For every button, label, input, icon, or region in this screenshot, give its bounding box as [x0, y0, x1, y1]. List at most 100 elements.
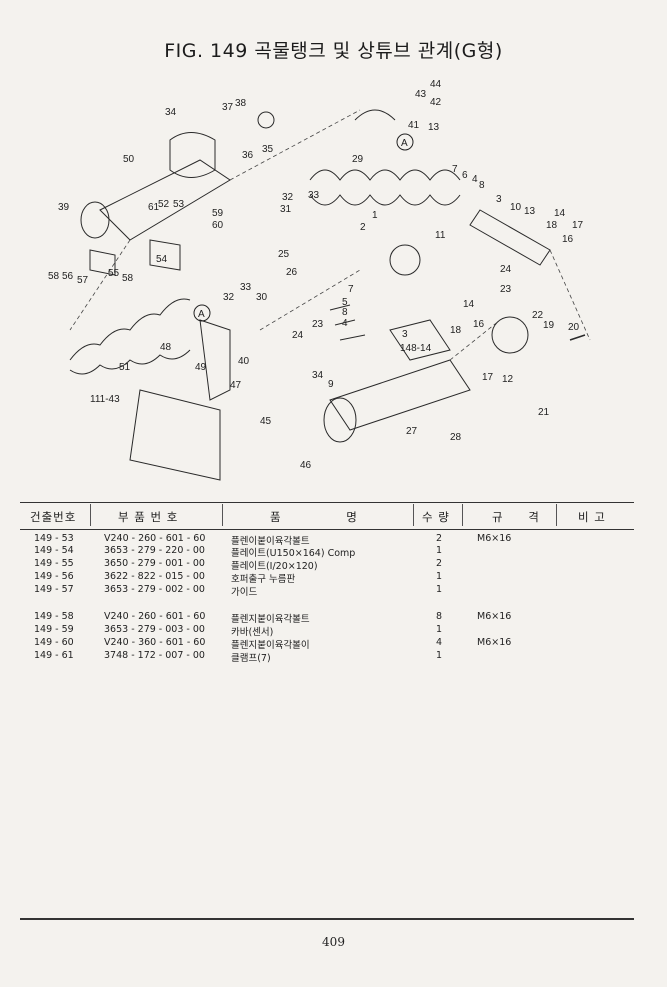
header-note: 비 고 — [578, 510, 606, 524]
row-qty: 1 — [436, 571, 443, 582]
label-60: 60 — [212, 220, 224, 231]
exploded-parts-diagram: A A 34 37 38 36 35 50 39 61 52 53 59 60 … — [48, 79, 591, 481]
label-22: 22 — [532, 310, 544, 321]
side-panel — [129, 389, 221, 481]
label-111: 111-43 — [90, 394, 120, 405]
spout-chute — [199, 319, 231, 401]
label-23a: 23 — [500, 284, 512, 295]
label-17b: 17 — [482, 372, 494, 383]
label-34b: 34 — [312, 370, 324, 381]
row-index: 149 - 56 — [34, 571, 74, 582]
upper-auger — [309, 169, 461, 181]
row-part-name: 플렌이붙이육각볼트 — [231, 536, 310, 547]
row-part-number: 3653 - 279 - 220 - 00 — [104, 545, 205, 556]
row-index: 149 - 54 — [34, 545, 74, 556]
footer-rule — [20, 918, 634, 920]
label-39: 39 — [58, 202, 70, 213]
header-divider — [556, 504, 557, 526]
top-bracket — [354, 109, 396, 121]
label-24: 24 — [292, 330, 304, 341]
label-59: 59 — [212, 208, 224, 219]
label-6: 6 — [462, 170, 468, 181]
label-29: 29 — [352, 154, 364, 165]
label-3: 3 — [496, 194, 502, 205]
row-part-number: V240 - 260 - 601 - 60 — [104, 611, 206, 622]
row-part-name: 가이드 — [231, 587, 258, 598]
label-11: 11 — [435, 230, 446, 241]
label-25: 25 — [278, 249, 290, 260]
label-21: 21 — [538, 407, 550, 418]
row-spec: M6×16 — [477, 637, 512, 648]
label-33: 33 — [308, 190, 320, 201]
page-title: FIG. 149 곡물탱크 및 상튜브 관계(G형) — [164, 40, 503, 62]
gear-housing — [491, 316, 529, 354]
label-8: 8 — [479, 180, 485, 191]
lower-tube — [329, 359, 471, 431]
row-part-name: 호퍼출구 누름판 — [231, 574, 296, 585]
label-16: 16 — [562, 234, 574, 245]
header-part-number: 부 품 번 호 — [118, 510, 179, 524]
table-row: 149 - 60 V240 - 360 - 601 - 60 플렌지붙이육각볼이… — [0, 637, 667, 651]
label-14b: 14 — [463, 299, 475, 310]
row-qty: 2 — [436, 533, 443, 544]
label-7b: 7 — [348, 284, 354, 295]
row-index: 149 - 59 — [34, 624, 74, 635]
header-spec: 규 격 — [492, 510, 540, 524]
label-41: 41 — [408, 120, 420, 131]
label-26: 26 — [286, 267, 298, 278]
label-7: 7 — [452, 164, 458, 175]
label-10: 10 — [510, 202, 522, 213]
row-part-number: V240 - 260 - 601 - 60 — [104, 533, 206, 544]
row-part-name: 플레이트(U150×164) Comp — [231, 548, 356, 559]
row-qty: 1 — [436, 650, 443, 661]
label-50: 50 — [123, 154, 135, 165]
table-row: 149 - 58 V240 - 260 - 601 - 60 플렌지붙이육각볼트… — [0, 611, 667, 625]
label-1: 1 — [372, 210, 378, 221]
lower-auger — [69, 298, 191, 361]
label-4: 4 — [472, 174, 478, 185]
label-19: 19 — [543, 320, 555, 331]
row-part-name: 플레이트(I/20×120) — [231, 561, 318, 572]
label-5: 5 — [342, 297, 348, 308]
label-58: 58 — [48, 271, 60, 282]
row-qty: 1 — [436, 545, 443, 556]
header-quantity: 수 량 — [422, 510, 450, 524]
row-part-name: 카바(센서) — [231, 627, 274, 638]
label-55: 55 — [108, 268, 120, 279]
label-24a: 24 — [500, 264, 512, 275]
label-38: 38 — [235, 98, 247, 109]
label-148: 148-14 — [400, 343, 432, 354]
callout-labels: 34 37 38 36 35 50 39 61 52 53 59 60 54 5… — [48, 79, 584, 471]
label-30: 30 — [256, 292, 268, 303]
label-17: 17 — [572, 220, 584, 231]
label-31: 31 — [280, 204, 292, 215]
table-row: 149 - 61 3748 - 172 - 007 - 00 클램프(7) 1 — [0, 650, 667, 664]
header-divider — [222, 504, 223, 526]
label-52: 52 — [158, 199, 170, 210]
row-part-number: 3748 - 172 - 007 - 00 — [104, 650, 205, 661]
label-13a: 13 — [428, 122, 440, 133]
header-part-name: 품 명 — [270, 510, 358, 524]
tube-end-cap — [80, 201, 110, 239]
label-28: 28 — [450, 432, 462, 443]
label-53: 53 — [173, 199, 185, 210]
label-23: 23 — [312, 319, 324, 330]
label-51: 51 — [119, 362, 131, 373]
label-33b: 33 — [240, 282, 252, 293]
label-40: 40 — [238, 356, 250, 367]
row-index: 149 - 61 — [34, 650, 74, 661]
row-part-number: V240 - 360 - 601 - 60 — [104, 637, 206, 648]
row-qty: 8 — [436, 611, 443, 622]
row-part-number: 3653 - 279 - 002 - 00 — [104, 584, 205, 595]
row-qty: 2 — [436, 558, 443, 569]
label-32: 32 — [282, 192, 294, 203]
label-16b: 16 — [473, 319, 485, 330]
header-divider — [413, 504, 414, 526]
row-spec: M6×16 — [477, 611, 512, 622]
row-index: 149 - 58 — [34, 611, 74, 622]
label-9: 9 — [328, 379, 334, 390]
label-56: 56 — [62, 271, 74, 282]
gear-box — [389, 319, 451, 361]
row-index: 149 - 60 — [34, 637, 74, 648]
